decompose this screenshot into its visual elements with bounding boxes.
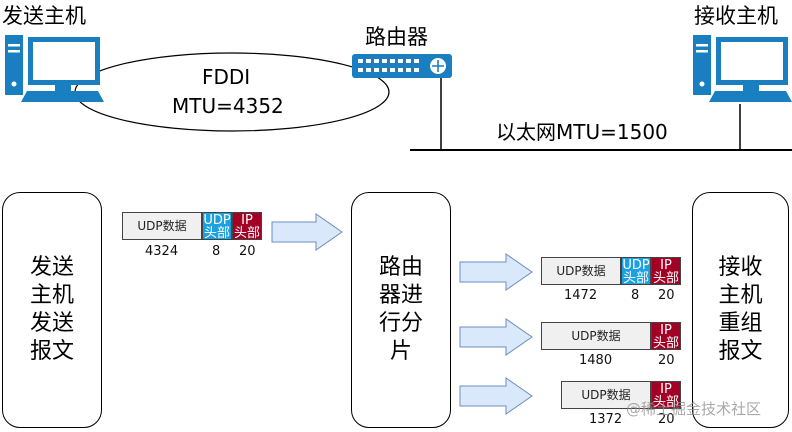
arrow-fragment-3 <box>459 377 533 415</box>
fragment-1-data-size: 1472 <box>564 288 598 303</box>
fragment-3-ip-header: IP 头部 <box>651 381 681 410</box>
fddi-label: FDDI <box>202 65 251 89</box>
sender-computer-icon <box>5 35 104 102</box>
fddi-mtu-label: MTU=4352 <box>172 94 284 118</box>
receiver-process-box <box>692 192 789 428</box>
fragment-2-data-size: 1480 <box>579 353 613 368</box>
sender-title: 发送主机 <box>2 4 86 28</box>
arrow-fragment-2 <box>459 318 533 356</box>
fragment-1-ip-header: IP 头部 <box>651 257 681 286</box>
original-ip-header: IP 头部 <box>232 212 262 241</box>
original-udp-header-size: 8 <box>212 244 221 259</box>
fragment-1-udp-data: UDP数据 <box>541 257 621 285</box>
fragment-2-udp-data: UDP数据 <box>541 322 651 350</box>
original-ip-header-size: 20 <box>239 244 256 259</box>
fragment-2-ip-header-size: 20 <box>658 353 675 368</box>
receiver-process-text: 接收 主机 重组 报文 <box>718 255 763 364</box>
original-udp-header: UDP 头部 <box>202 212 232 241</box>
router-process-text: 路由 器进 行分 片 <box>378 255 423 364</box>
arrow-fragment-1 <box>459 253 533 291</box>
router-process-box <box>351 192 451 428</box>
router-icon <box>352 54 452 78</box>
receiver-computer-icon <box>693 35 792 102</box>
original-udp-data-size: 4324 <box>145 244 179 259</box>
sender-process-text: 发送 主机 发送 报文 <box>29 255 74 364</box>
sender-process-box <box>2 192 102 428</box>
fragment-1-udp-header: UDP 头部 <box>621 257 651 286</box>
fragment-1-udp-header-size: 8 <box>631 288 640 303</box>
original-udp-data: UDP数据 <box>122 212 202 240</box>
fragment-3-data-size: 1372 <box>589 412 623 427</box>
fragment-3-ip-header-size: 20 <box>658 412 675 427</box>
router-title: 路由器 <box>365 25 428 49</box>
ethernet-mtu-label: 以太网MTU=1500 <box>496 120 668 144</box>
fragment-2-ip-header: IP 头部 <box>651 322 681 351</box>
receiver-title: 接收主机 <box>694 4 778 28</box>
fragment-1-ip-header-size: 20 <box>658 288 675 303</box>
arrow-original-to-router <box>271 213 343 251</box>
fragment-3-udp-data: UDP数据 <box>561 381 651 409</box>
watermark: @稀土掘金技术社区 <box>626 400 762 418</box>
